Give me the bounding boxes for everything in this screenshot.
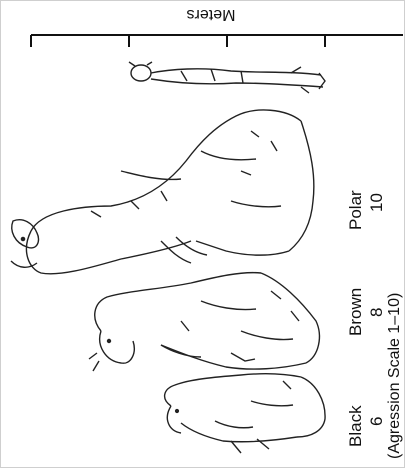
bear-label-brown-name: Brown <box>346 288 365 336</box>
bear-label-black-name: Black <box>346 405 365 447</box>
bear-label-brown-score: 8 <box>367 308 386 317</box>
bear-label-polar-score: 10 <box>367 193 386 212</box>
bear-label-polar-name: Polar <box>346 190 365 230</box>
brown-bear-illustration <box>89 273 319 371</box>
human-figure-icon <box>129 62 325 93</box>
polar-bear-illustration <box>11 110 314 274</box>
black-bear-illustration <box>165 374 325 453</box>
aggression-scale-caption: (Agression Scale 1–10) <box>386 293 404 459</box>
bear-label-black-score: 6 <box>367 417 386 426</box>
